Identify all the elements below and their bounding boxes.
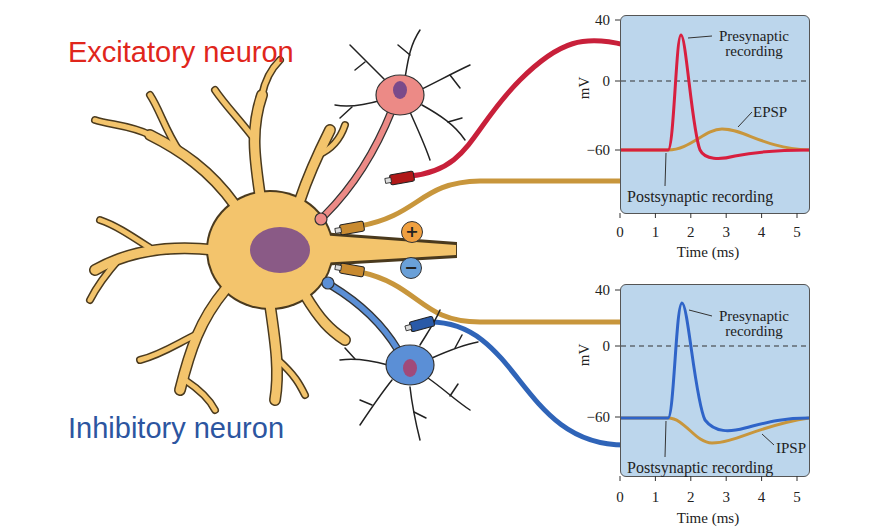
axis-title: Time (ms)	[677, 511, 739, 526]
trace-label: Postsynaptic recording	[627, 460, 809, 476]
electrode-body	[339, 221, 364, 235]
dendrite-outline	[90, 60, 345, 410]
electrode-tip	[335, 227, 342, 233]
axis-title: mV	[577, 344, 592, 367]
soma	[376, 75, 424, 115]
nucleus	[250, 227, 310, 273]
axis-tick: −60	[587, 143, 610, 158]
neuron-fill	[90, 60, 456, 410]
axon	[320, 235, 456, 263]
dendrite-outline	[95, 95, 345, 400]
axon-outline	[320, 233, 456, 265]
dendrites	[340, 310, 478, 440]
electrode-tip	[385, 177, 392, 183]
sign-symbol: −	[404, 260, 417, 276]
axon-outline	[325, 110, 392, 215]
electrode-body	[389, 171, 414, 185]
electrode-body	[409, 316, 435, 332]
axon	[332, 286, 398, 350]
axis-tick: 1	[652, 490, 660, 505]
orange-wire	[360, 272, 625, 322]
orange-wire	[360, 181, 625, 226]
axon-outline	[332, 286, 398, 350]
excitatory-neuron	[315, 30, 470, 225]
axis-tick: 5	[793, 225, 801, 240]
axon	[325, 110, 392, 215]
electrode-tip	[405, 324, 412, 330]
axis-title: Time (ms)	[677, 245, 739, 260]
sign-symbol: +	[405, 224, 418, 240]
dendrite	[90, 60, 345, 410]
axis-tick: 3	[722, 490, 730, 505]
axon-terminal	[315, 213, 327, 225]
axis-tick: 4	[758, 225, 766, 240]
red-wire	[410, 41, 625, 176]
electrode-body	[339, 263, 364, 277]
minus-circle: −	[400, 257, 422, 279]
electrode	[334, 262, 364, 277]
axis-tick: 2	[687, 490, 695, 505]
trace-label: Presynaptic recording	[712, 309, 796, 339]
axis-title: mV	[577, 77, 592, 100]
nucleus	[403, 359, 417, 377]
recording-panel: Presynaptic recordingIPSP Postsynaptic re…	[620, 284, 810, 477]
axis-tick: 40	[595, 283, 610, 298]
axis-tick: 40	[595, 13, 610, 28]
axis-tick: 0	[616, 225, 624, 240]
neuron-outline	[90, 60, 456, 410]
axis-tick: 0	[603, 74, 611, 89]
neuron-label: Excitatory neuron	[68, 36, 294, 68]
electrode-tip	[335, 265, 342, 271]
electrode	[384, 171, 414, 186]
axis-tick: 5	[793, 490, 801, 505]
trace-label: Presynaptic recording	[712, 29, 796, 59]
dendrite	[95, 95, 345, 400]
electrode	[404, 316, 435, 333]
axis-tick: 0	[603, 339, 611, 354]
soma	[208, 192, 332, 308]
trace-label: Postsynaptic recording	[627, 189, 809, 205]
axis-tick: 4	[758, 490, 766, 505]
trace-label: EPSP	[753, 105, 793, 120]
trace-label: IPSP	[776, 441, 810, 456]
nucleus	[393, 81, 407, 99]
blue-wire	[430, 322, 625, 445]
dendrites	[335, 30, 470, 160]
axon-terminal	[322, 277, 334, 289]
electrode	[334, 221, 364, 236]
axis-tick: 3	[722, 225, 730, 240]
axis-tick: −60	[587, 410, 610, 425]
plus-circle: +	[401, 221, 423, 243]
axis-tick: 2	[687, 225, 695, 240]
recording-panel: Presynaptic recordingEPSP Postsynaptic re…	[620, 15, 810, 214]
soma	[386, 345, 434, 385]
neuron-label: Inhibitory neuron	[68, 412, 284, 444]
inhibitory-neuron	[322, 277, 478, 440]
axis-tick: 1	[652, 225, 660, 240]
axis-tick: 0	[616, 490, 624, 505]
